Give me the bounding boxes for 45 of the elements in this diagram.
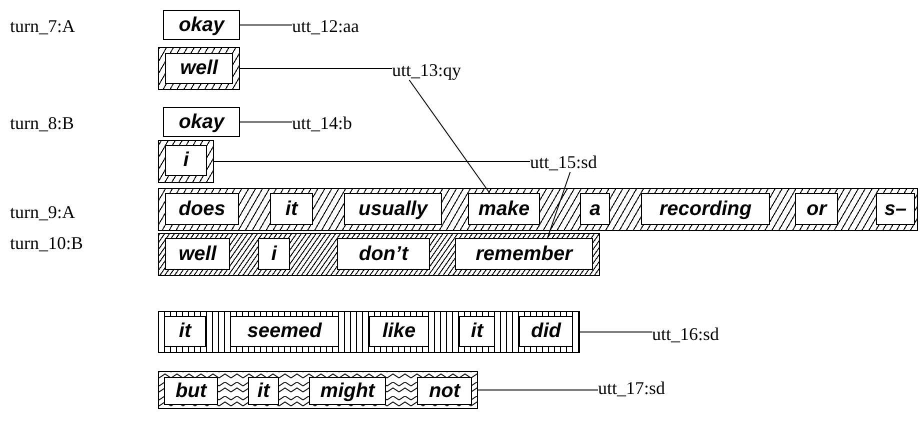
utterance-label: utt_15:sd xyxy=(530,152,598,172)
utterance-bar xyxy=(158,311,580,353)
utterance-bar xyxy=(158,371,478,409)
turn-label: turn_7:A xyxy=(10,16,75,36)
word-box: remember xyxy=(455,238,593,270)
word-box: make xyxy=(468,193,540,225)
utterance-bar xyxy=(158,188,918,231)
turn-label: turn_10:B xyxy=(10,233,84,253)
word-box: not xyxy=(417,377,472,405)
connector-line xyxy=(240,68,392,69)
turn-label: turn_8:B xyxy=(10,113,74,133)
connector-line xyxy=(214,161,530,162)
word-box: it xyxy=(459,316,495,347)
word-box: might xyxy=(309,377,386,405)
connector-line xyxy=(408,80,490,194)
utterance-bar xyxy=(158,233,600,276)
word-box: does xyxy=(165,193,239,225)
word-box: did xyxy=(519,316,573,347)
word-box: it xyxy=(270,193,313,225)
utterance-label: utt_16:sd xyxy=(652,324,720,344)
utterance-label: utt_12:aa xyxy=(292,16,359,36)
utterance-label: utt_17:sd xyxy=(598,378,666,398)
word-box: but xyxy=(164,377,218,405)
word-box: i xyxy=(258,238,290,270)
utterance-bar xyxy=(158,140,214,183)
word-box: or xyxy=(795,193,838,225)
connector-line xyxy=(240,24,292,26)
word-box: seemed xyxy=(230,316,339,347)
utterance-bar xyxy=(158,47,240,90)
turn-label: turn_9:A xyxy=(10,202,75,222)
word-box: i xyxy=(165,145,207,176)
word-box: s– xyxy=(876,193,915,225)
utterance-label: utt_14:b xyxy=(292,113,352,133)
word-box: it xyxy=(164,316,206,347)
word-box: usually xyxy=(344,193,442,225)
word-box: recording xyxy=(641,193,770,225)
word-box: it xyxy=(248,377,279,405)
word-box: okay xyxy=(163,10,240,40)
word-box: well xyxy=(165,238,230,270)
utterance-label: utt_13:qy xyxy=(392,60,462,80)
word-box: well xyxy=(165,53,233,84)
word-box: like xyxy=(369,316,429,347)
word-box: okay xyxy=(163,107,240,137)
word-box: a xyxy=(580,193,610,225)
word-box: don’t xyxy=(337,238,430,270)
